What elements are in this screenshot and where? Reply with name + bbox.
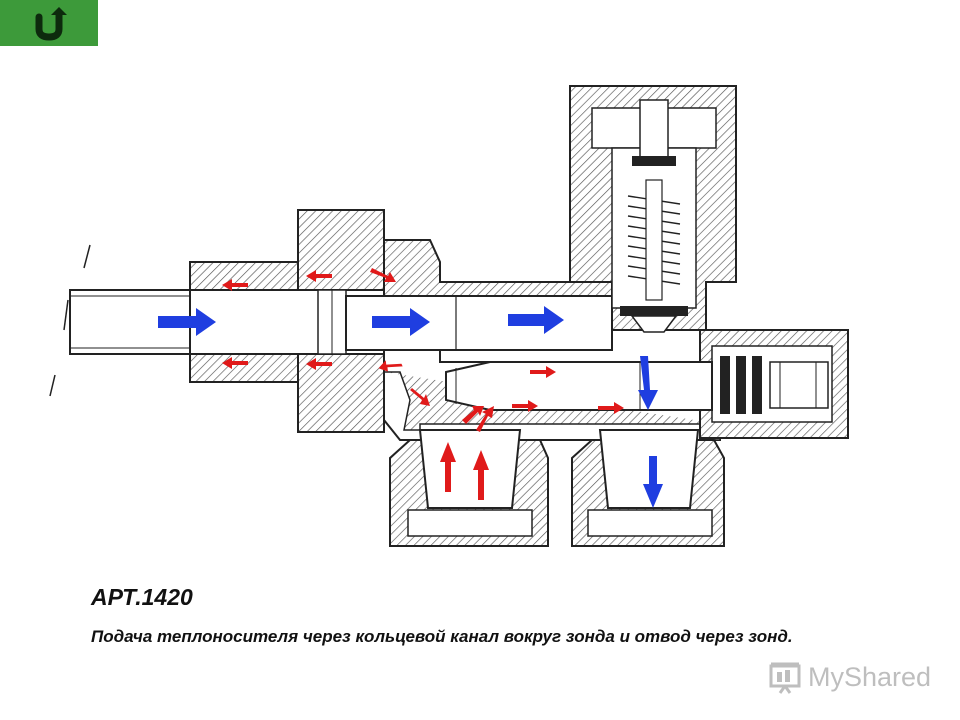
diagram-caption: Подача теплоносителя через кольцевой кан… xyxy=(91,627,793,646)
watermark: MyShared xyxy=(768,657,931,697)
back-button[interactable] xyxy=(0,0,98,46)
bottom-inlet-connection xyxy=(389,429,549,547)
supply-flow-arrows xyxy=(158,306,663,508)
u-turn-back-icon xyxy=(35,7,67,41)
thermostatic-insert xyxy=(569,85,737,333)
article-title: АРТ.1420 xyxy=(91,584,193,610)
valve-cross-section-diagram xyxy=(49,85,849,547)
watermark-text: MyShared xyxy=(808,661,932,692)
annular-flow-arrows xyxy=(222,268,624,500)
probe-tube xyxy=(445,361,713,411)
myshared-logo-icon xyxy=(769,662,801,694)
